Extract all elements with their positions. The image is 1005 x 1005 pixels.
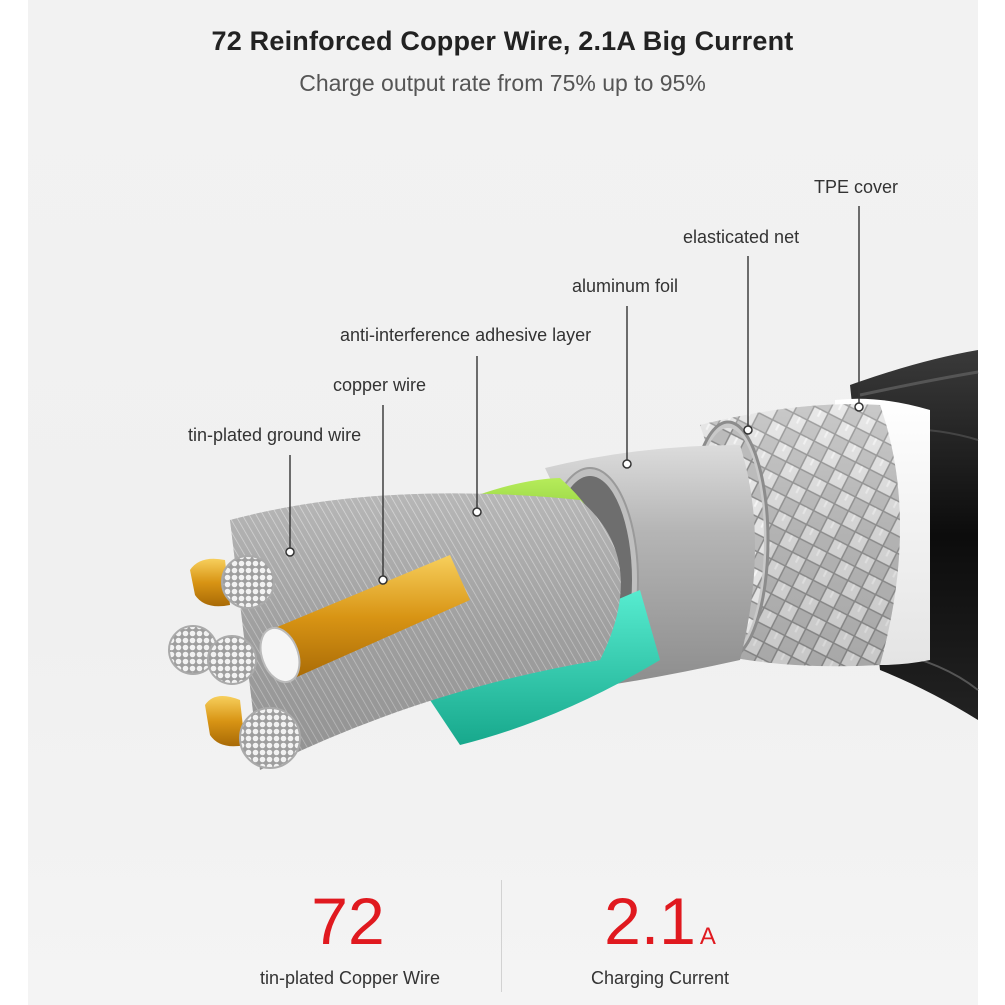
label-copper-wire: copper wire <box>333 375 427 395</box>
label-aluminum-foil: aluminum foil <box>572 276 679 296</box>
callout-dots <box>285 402 864 585</box>
ground-wire-bundle-shape <box>230 493 621 770</box>
label-tin-plated-ground-wire: tin-plated ground wire <box>188 425 362 445</box>
stat-wire-count-value: 72 <box>311 884 385 958</box>
label-anti-interference-adhesive-layer: anti-interference adhesive layer <box>340 325 592 345</box>
stat-charging-current-caption: Charging Current <box>590 968 730 988</box>
label-elasticated-net: elasticated net <box>683 227 800 247</box>
page-subtitle: Charge output rate from 75% up to 95% <box>299 70 706 96</box>
strand-end-caps <box>168 555 301 769</box>
stat-wire-count-value-row: 72 <box>220 888 480 954</box>
label-tpe-cover: TPE cover <box>814 177 899 197</box>
page-title: 72 Reinforced Copper Wire, 2.1A Big Curr… <box>211 26 794 56</box>
callout-lines <box>289 206 860 578</box>
stat-wire-count: 72 tin-plated Copper Wire <box>220 888 480 989</box>
stats-divider <box>501 880 502 992</box>
stat-charging-current-unit: A <box>699 923 716 950</box>
stat-wire-count-caption: tin-plated Copper Wire <box>259 968 441 988</box>
stat-charging-current-value: 2.1 <box>604 884 696 958</box>
copper-wire-shape <box>190 555 470 747</box>
